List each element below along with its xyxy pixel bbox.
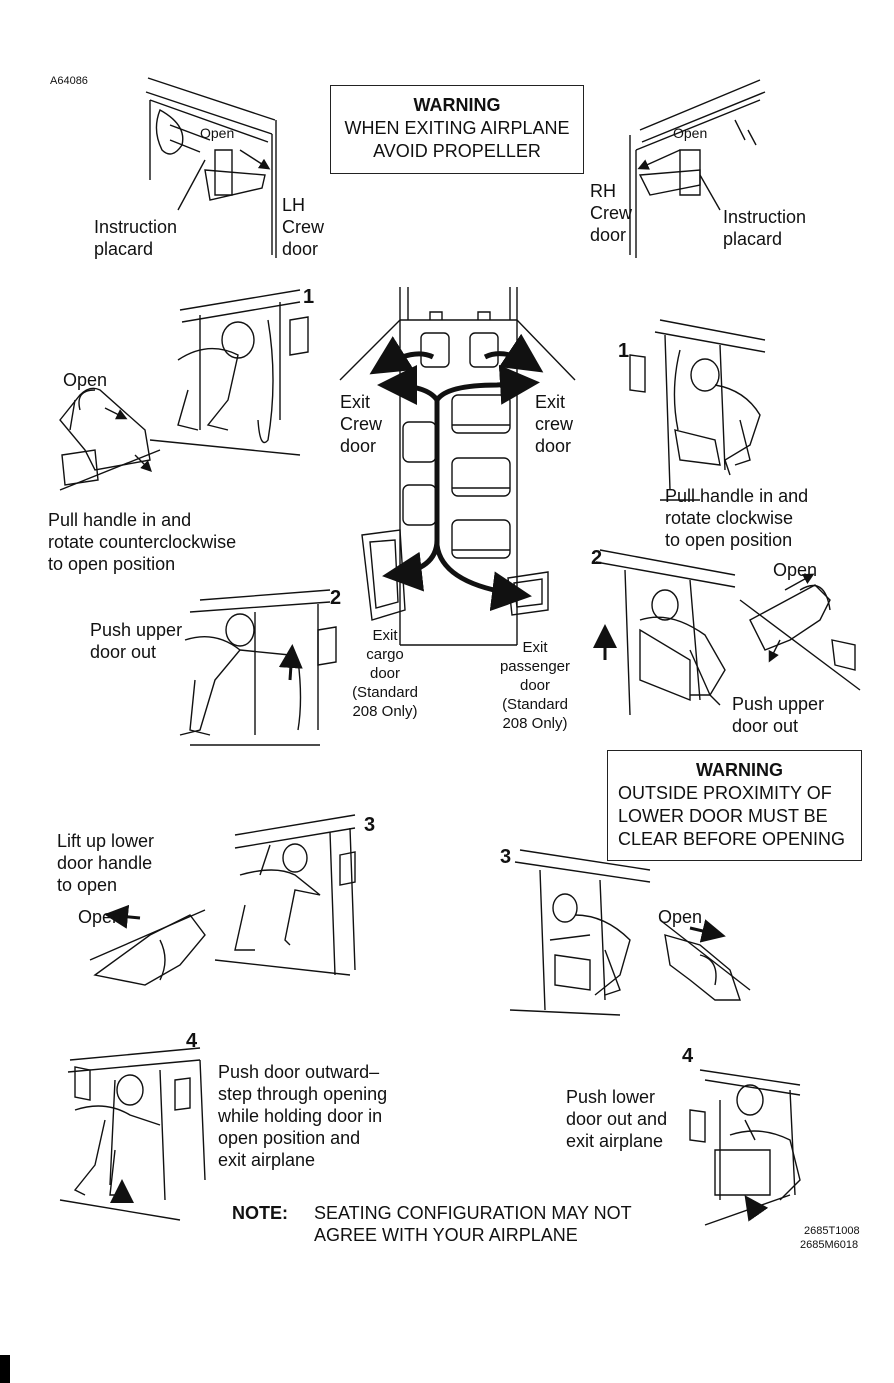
warning-text: WHEN EXITING AIRPLANE AVOID PROPELLER <box>344 118 570 161</box>
drawing-code-1: 2685T1008 <box>804 1225 860 1237</box>
rh-instruction-placard-label: Instruction placard <box>723 207 807 249</box>
page-edge-mark <box>0 1355 10 1383</box>
note-label: NOTE: <box>232 1203 288 1223</box>
right-step2-sketch <box>593 549 861 716</box>
right-step2-number: 2 <box>591 547 603 569</box>
left-step2-number: 2 <box>330 587 342 609</box>
figure-id: A64086 <box>50 75 88 87</box>
warning-title: WARNING <box>413 95 501 115</box>
left-step1-sketch <box>59 289 309 491</box>
warning-propeller-box: WARNING WHEN EXITING AIRPLANE AVOID PROP… <box>330 85 584 174</box>
right-step3-number: 3 <box>500 846 512 868</box>
warning-lower-door-box: WARNING OUTSIDE PROXIMITY OF LOWER DOOR … <box>607 750 862 861</box>
right-step4-instruction: Push lower door out and exit airplane <box>566 1087 668 1151</box>
right-step1-number: 1 <box>618 340 630 362</box>
exit-crew-door-right-label: Exit crew door <box>535 392 574 456</box>
right-step2-open-label: Open <box>773 560 818 580</box>
lh-crew-door-label: LH Crew door <box>282 195 325 259</box>
left-step1-instruction: Pull handle in and rotate counterclockwi… <box>48 510 237 574</box>
drawing-code-2: 2685M6018 <box>800 1239 859 1251</box>
right-step4-number: 4 <box>682 1045 694 1067</box>
lh-crew-door-sketch <box>145 77 277 258</box>
left-step4-number: 4 <box>186 1030 198 1052</box>
left-step2-sketch <box>179 589 337 746</box>
lh-instruction-placard-label: Instruction placard <box>94 217 178 259</box>
right-step1-instruction: Pull handle in and rotate clockwise to o… <box>665 486 809 550</box>
warning-title: WARNING <box>696 760 783 780</box>
left-step4-sketch <box>59 1047 206 1221</box>
exit-cargo-door-label: Exit cargo door (Standard 208 Only) <box>352 627 418 720</box>
exit-crew-door-left-label: Exit Crew door <box>340 392 383 456</box>
rh-crew-door-sketch <box>629 79 766 258</box>
warning-text: OUTSIDE PROXIMITY OF LOWER DOOR MUST BE … <box>618 783 846 849</box>
left-step3-open-label: Open <box>78 907 123 927</box>
note-text: SEATING CONFIGURATION MAY NOT AGREE WITH… <box>314 1203 632 1245</box>
right-step4-sketch <box>689 1069 801 1226</box>
left-step4-instruction: Push door outward– step through opening … <box>218 1062 388 1170</box>
left-step2-instruction: Push upper door out <box>90 620 183 662</box>
left-step1-number: 1 <box>303 286 315 308</box>
lh-open-label: Open <box>200 125 235 141</box>
cabin-layout-sketch <box>339 287 576 646</box>
right-step3-open-label: Open <box>658 907 703 927</box>
right-step3-sketch <box>509 849 751 1016</box>
rh-open-label: Open <box>673 125 708 141</box>
left-step3-instruction: Lift up lower door handle to open <box>57 831 155 895</box>
exit-passenger-door-label: Exit passenger door (Standard 208 Only) <box>499 639 571 732</box>
left-step3-sketch <box>89 814 356 986</box>
left-step1-open-label: Open <box>63 370 108 390</box>
left-step3-number: 3 <box>364 814 376 836</box>
right-step2-instruction: Push upper door out <box>732 694 825 736</box>
right-step1-sketch <box>629 319 766 501</box>
rh-crew-door-label: RH Crew door <box>590 181 633 245</box>
